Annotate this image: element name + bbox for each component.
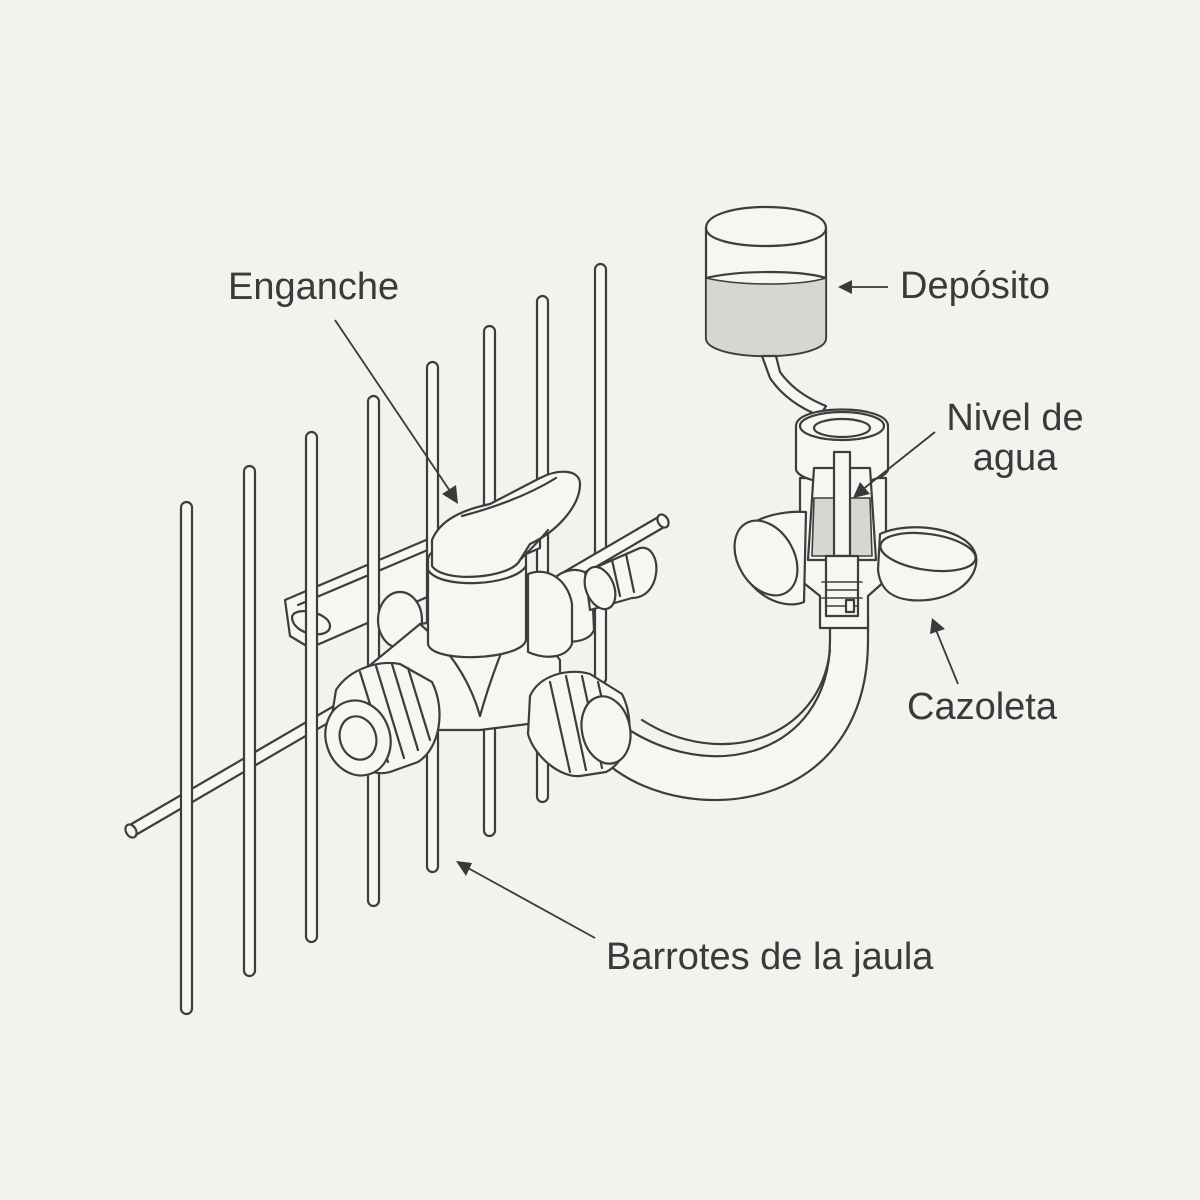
hose bbox=[608, 618, 870, 801]
cage-bar bbox=[593, 262, 608, 686]
reservoir bbox=[704, 205, 828, 357]
cage-bar bbox=[304, 430, 319, 944]
hook-label: Enganche bbox=[228, 266, 400, 308]
water-level-label-line2: agua bbox=[972, 437, 1058, 479]
hook-pointer bbox=[334, 319, 458, 504]
cage-bar bbox=[179, 500, 194, 1016]
cage-bars-label: Barrotes de la jaula bbox=[606, 936, 934, 978]
cage-bar bbox=[366, 394, 381, 908]
reservoir-label: Depósito bbox=[900, 265, 1050, 307]
hook-handle bbox=[430, 470, 582, 578]
feed-tube bbox=[760, 354, 828, 418]
cup-label: Cazoleta bbox=[907, 686, 1057, 728]
water-level-label: Nivel de agua bbox=[940, 398, 1090, 478]
reservoir-pointer bbox=[838, 280, 888, 294]
water-level-pointer bbox=[853, 431, 936, 498]
drinker-valve bbox=[794, 408, 890, 630]
right-nut bbox=[526, 670, 632, 778]
cup-pointer bbox=[930, 618, 959, 685]
left-nut bbox=[324, 662, 441, 777]
bars-pointer bbox=[456, 861, 596, 939]
cup bbox=[733, 510, 978, 606]
cage-bar bbox=[242, 464, 257, 978]
water-level-label-line1: Nivel de bbox=[946, 397, 1084, 439]
cage-bars-front bbox=[179, 324, 497, 1016]
